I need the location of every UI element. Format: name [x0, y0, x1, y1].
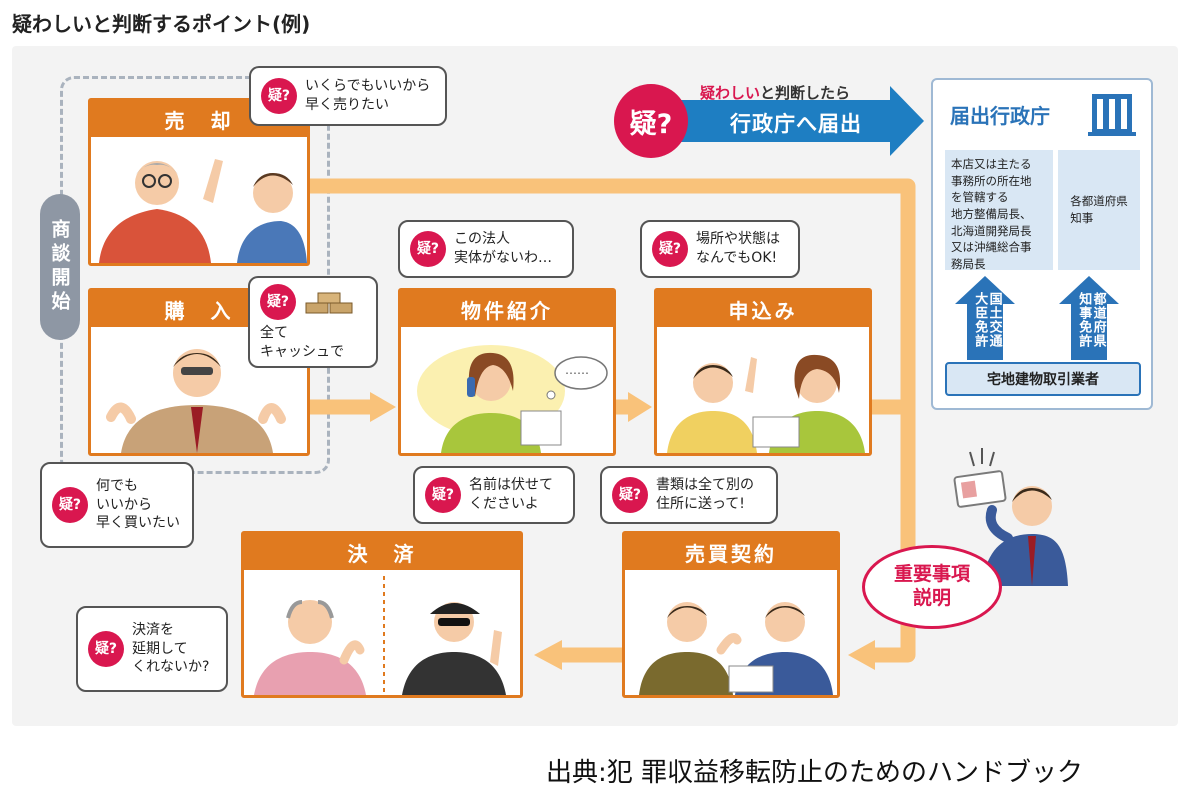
license-arrows — [955, 276, 1119, 360]
box-sales-contract: 売買契約 — [622, 531, 840, 698]
scene-property-introduction: …… — [401, 327, 613, 453]
authority-title: 届出行政庁 — [950, 104, 1050, 128]
illustration-applicants — [667, 354, 865, 453]
bubble-any-location-ok-text: 場所や状態は なんでもOK! — [696, 231, 780, 266]
illustration-agent-woman-phone — [417, 345, 608, 453]
license-governor-label: 都道府県 知事免許 — [1076, 292, 1106, 348]
flow-arrowhead-into-settlement — [534, 640, 562, 670]
box-application-header: 申込み — [657, 291, 869, 327]
suspicion-badge-icon: 疑? — [260, 284, 296, 320]
negotiation-start-label: 商談開始 — [40, 194, 80, 340]
scene-purchase — [91, 327, 307, 453]
bubble-send-documents-elsewhere: 疑? 書類は全て別の 住所に送って! — [600, 466, 778, 524]
flow-line-sale-to-contract — [310, 178, 916, 663]
arrow-mlit-license — [955, 276, 1015, 360]
bubble-sell-quickly: 疑? いくらでもいいから 早く売りたい — [249, 66, 447, 126]
cash-bundles-icon — [305, 292, 353, 314]
real-estate-dealer: 宅地建物取引業者 — [945, 362, 1141, 396]
report-arrow-label: 行政庁へ届出 — [730, 112, 862, 136]
thought-dots: …… — [565, 363, 589, 377]
bubble-hide-name-text: 名前は伏せて くださいよ — [469, 477, 553, 512]
box-settlement-header: 決 済 — [244, 534, 520, 570]
bubble-delay-settlement-text: 決済を 延期して くれないか? — [132, 621, 210, 676]
suspicion-badge-icon: 疑? — [612, 477, 648, 513]
authority-prefectural-governor: 各都道府県 知事 — [1058, 150, 1140, 270]
box-property-introduction-header: 物件紹介 — [401, 291, 613, 327]
bubble-all-cash: 疑? 全て キャッシュで — [248, 276, 378, 368]
illustration-seller-man — [99, 159, 307, 263]
suspicion-badge-icon: 疑? — [261, 78, 297, 114]
authority-regional-bureau: 本店又は主たる 事務所の所在地 を管轄する 地方整備局長、 北海道開発局長 又は… — [945, 150, 1053, 271]
bubble-sell-quickly-text: いくらでもいいから 早く売りたい — [305, 78, 431, 113]
report-condition-rest: と判断したら — [760, 84, 851, 102]
flow-arrowhead-into-application — [628, 392, 652, 422]
suspicion-badge-icon: 疑? — [652, 231, 688, 267]
box-sales-contract-header: 売買契約 — [625, 534, 837, 570]
flow-arrowhead-into-property — [370, 392, 396, 422]
bubble-no-substance-corporation-text: この法人 実体がないわ… — [454, 231, 552, 266]
report-suspicion-badge-icon: 疑? — [614, 84, 688, 158]
report-condition-highlight: 疑わしい — [700, 84, 761, 102]
bubble-send-documents-elsewhere-text: 書類は全て別の 住所に送って! — [656, 477, 754, 512]
important-matters-text: 重要事項 説明 — [893, 563, 970, 609]
bubble-all-cash-text: 全て キャッシュで — [260, 325, 344, 360]
report-arrow — [640, 86, 924, 156]
illustration-buyer-man — [106, 349, 286, 453]
bubble-hide-name: 疑? 名前は伏せて くださいよ — [413, 466, 575, 524]
important-matters-explanation: 重要事項 説明 — [862, 545, 1002, 629]
bubble-no-substance-corporation: 疑? この法人 実体がないわ… — [398, 220, 574, 278]
bubble-buy-anything: 疑? 何でも いいから 早く買いたい — [40, 462, 194, 548]
illustration-contract-men — [639, 602, 833, 695]
illustration-agent-with-license-card — [953, 448, 1068, 586]
license-mlit-label: 国土交通 大臣免許 — [972, 292, 1002, 348]
box-application: 申込み — [654, 288, 872, 456]
arrow-governor-license — [1059, 276, 1119, 360]
bubble-delay-settlement: 疑? 決済を 延期して くれないか? — [76, 606, 228, 692]
report-condition: 疑わしいと判断したら — [700, 82, 850, 103]
box-sale: 売 却 — [88, 98, 310, 266]
bubble-buy-anything-text: 何でも いいから 早く買いたい — [96, 477, 180, 532]
scene-application — [657, 327, 869, 453]
scene-sales-contract — [625, 570, 837, 695]
source-citation: 出典:犯 罪収益移転防止のためのハンドブック — [546, 758, 1084, 788]
scene-sale — [91, 137, 307, 263]
suspicion-badge-icon: 疑? — [88, 631, 124, 667]
suspicion-badge-icon: 疑? — [410, 231, 446, 267]
government-building-icon — [1088, 94, 1136, 136]
flow-arrowhead-into-contract — [848, 640, 875, 670]
box-settlement: 決 済 — [241, 531, 523, 698]
suspicion-badge-icon: 疑? — [52, 487, 88, 523]
suspicion-badge-icon: 疑? — [425, 477, 461, 513]
page-title: 疑わしいと判断するポイント(例) — [12, 12, 311, 36]
bubble-any-location-ok: 疑? 場所や状態は なんでもOK! — [640, 220, 800, 278]
illustration-settlement-people — [254, 576, 506, 695]
scene-settlement — [244, 570, 520, 695]
box-property-introduction: 物件紹介 …… — [398, 288, 616, 456]
